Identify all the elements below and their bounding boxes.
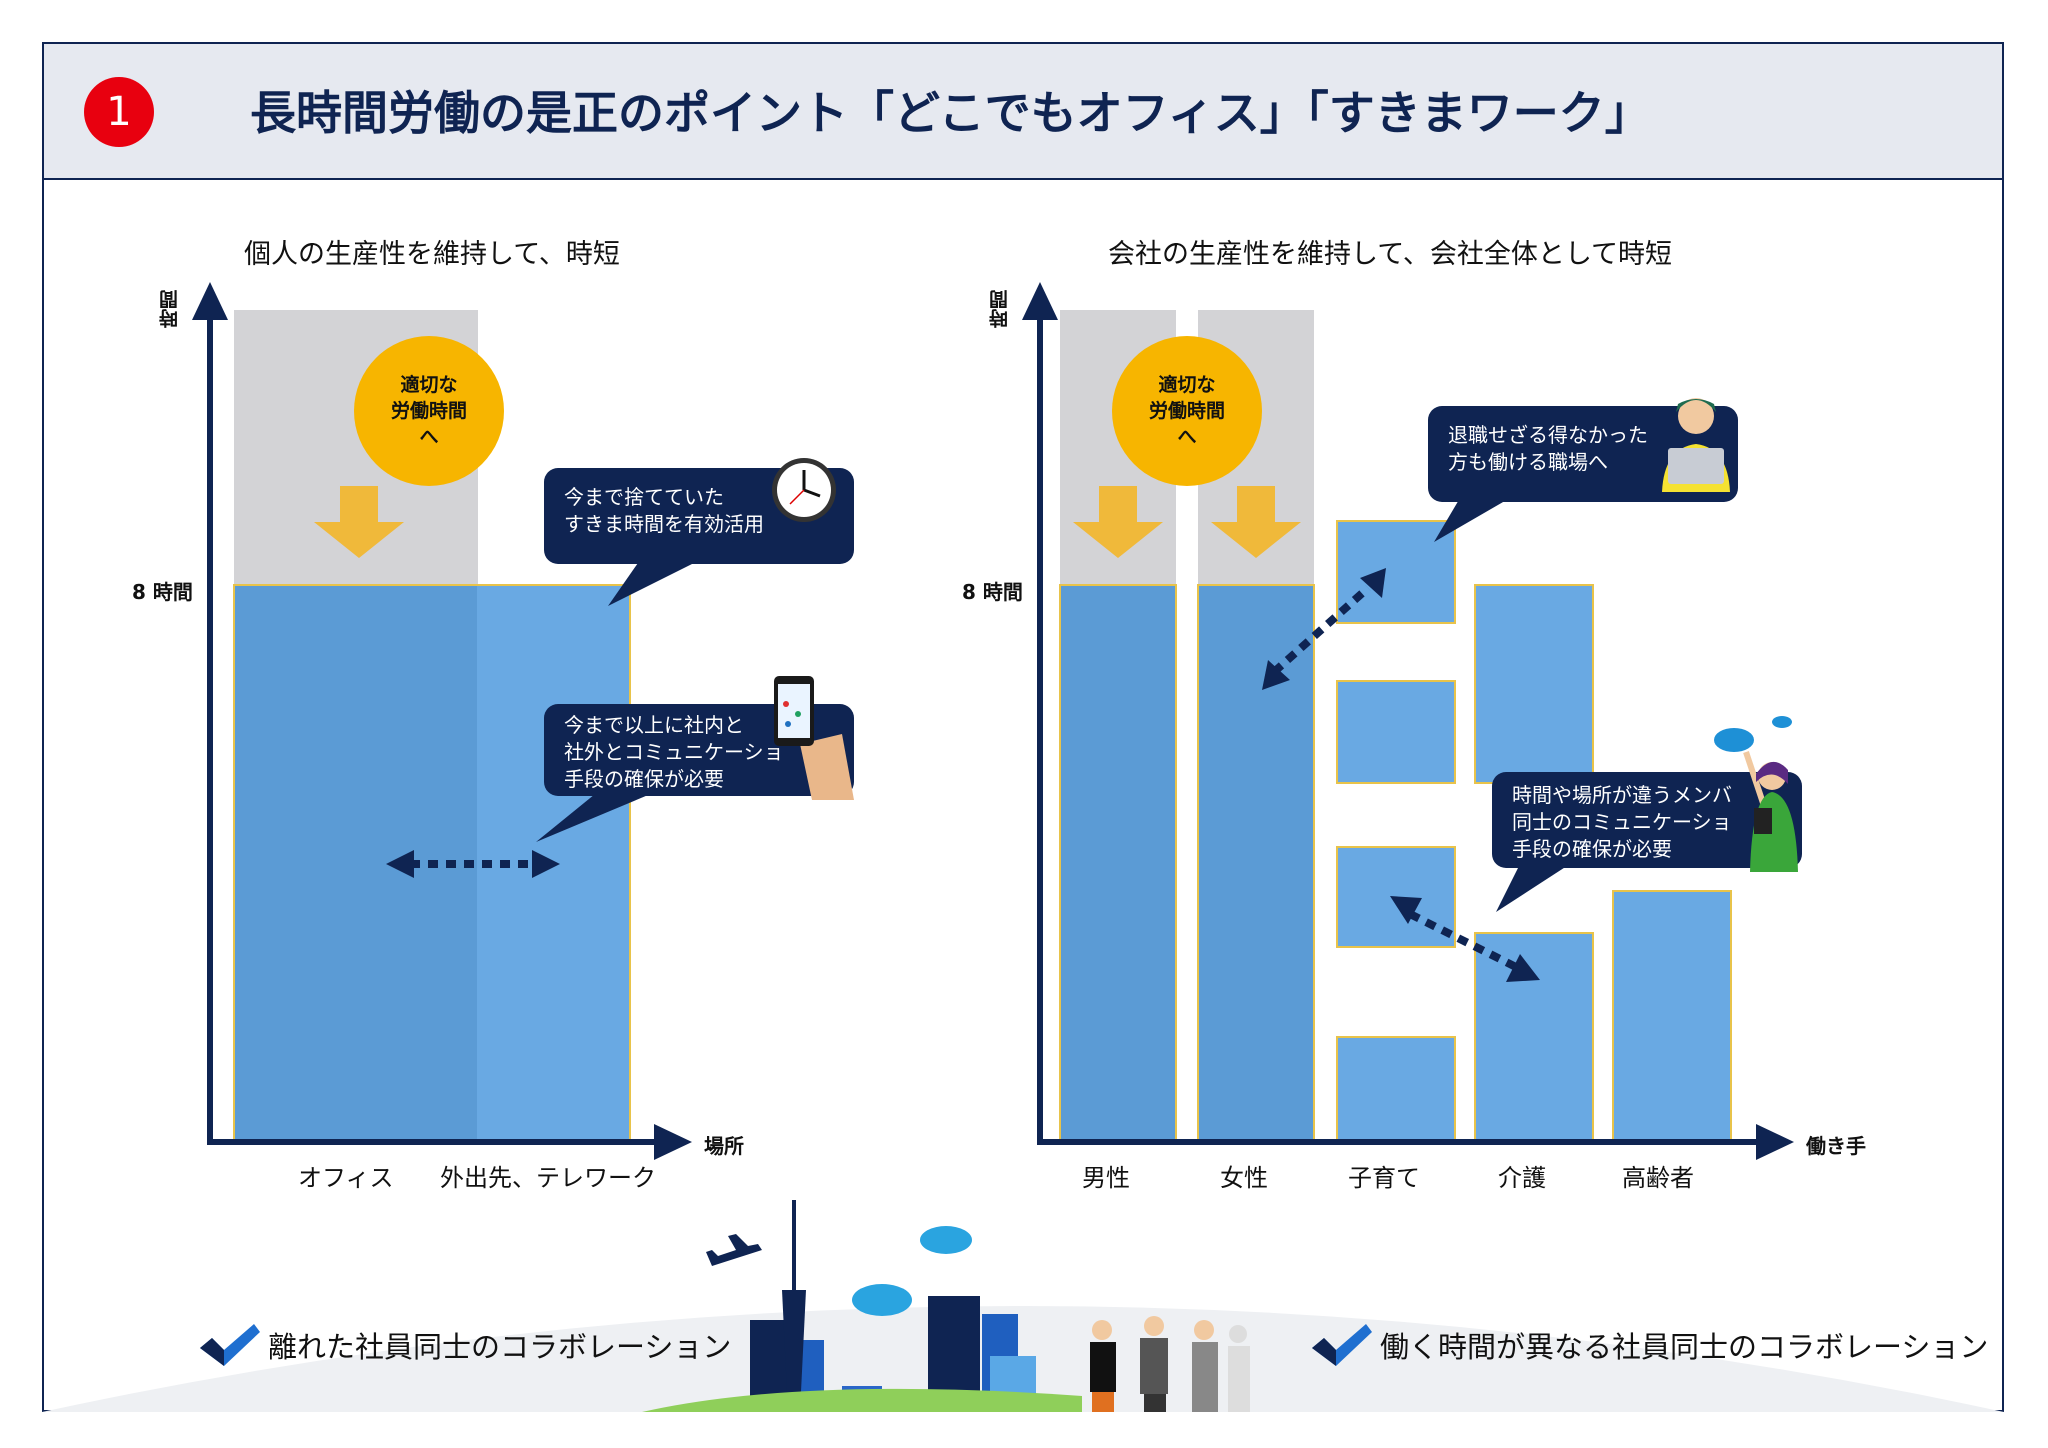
bubble-line-2: 方も働ける職場へ xyxy=(1448,450,1608,474)
right-bar-childcare-segment-1 xyxy=(1336,520,1456,624)
right-bar-nursing-segment-2 xyxy=(1474,932,1594,1142)
right-eight-hours-label: 8 時間 xyxy=(962,580,1023,604)
bubble-line-1: 今まで以上に社内と xyxy=(564,713,744,737)
circle-line-3: へ xyxy=(1177,426,1197,448)
right-y-axis-label: 時間 xyxy=(989,290,1011,328)
check-icon-left xyxy=(200,1324,260,1366)
collab-caption-left: 離れた社員同士のコラボレーション xyxy=(268,1330,732,1364)
right-x-axis-label: 働き手 xyxy=(1806,1134,1866,1158)
person-cloud-icon xyxy=(1714,716,1798,872)
circle-line-2: 労働時間 xyxy=(390,400,467,422)
left-proper-hours-circle: 適切な 労働時間 へ xyxy=(354,336,504,486)
right-bar-nursing-segment-1 xyxy=(1474,584,1594,784)
left-eight-hours-label: 8 時間 xyxy=(132,580,193,604)
bubble-line-1: 退職せざる得なかった xyxy=(1448,423,1648,447)
section-number-badge: 1 xyxy=(84,77,154,147)
left-x-axis-label: 場所 xyxy=(704,1134,744,1158)
bubble-line-2: すきま時間を有効活用 xyxy=(564,512,764,536)
clock-icon xyxy=(772,458,836,522)
right-proper-hours-circle: 適切な 労働時間 へ xyxy=(1112,336,1262,486)
bubble-line-3: 手段の確保が必要 xyxy=(1512,837,1672,861)
right-bar-childcare-segment-4 xyxy=(1336,1036,1456,1142)
circle-line-1: 適切な xyxy=(1158,374,1216,396)
right-category-childcare: 子育て xyxy=(1348,1164,1420,1192)
right-bar-female xyxy=(1197,584,1315,1142)
bubble-line-2: 社外とコミュニケーショ xyxy=(564,740,784,764)
check-icon-right xyxy=(1312,1324,1372,1366)
page-title: 長時間労働の是正のポイント「どこでもオフィス」「すきまワーク」 xyxy=(250,86,1651,140)
right-category-male: 男性 xyxy=(1082,1164,1130,1192)
person-laptop-icon xyxy=(1662,398,1730,492)
left-category-office: オフィス xyxy=(298,1164,394,1192)
right-category-female: 女性 xyxy=(1220,1164,1268,1192)
bubble-line-2: 同士のコミュニケーショ xyxy=(1512,810,1732,834)
right-bubble-communication: 時間や場所が違うメンバ 同士のコミュニケーショ 手段の確保が必要 xyxy=(1492,772,1802,868)
circle-line-3: へ xyxy=(419,426,439,448)
circle-line-2: 労働時間 xyxy=(1148,400,1225,422)
bubble-line-1: 今まで捨てていた xyxy=(564,485,724,509)
left-category-telework: 外出先、テレワーク xyxy=(440,1164,656,1192)
right-category-elderly: 高齢者 xyxy=(1622,1164,1694,1192)
right-bar-elderly xyxy=(1612,890,1732,1142)
right-category-nursing: 介護 xyxy=(1498,1164,1546,1192)
left-subtitle: 個人の生産性を維持して、時短 xyxy=(244,239,620,270)
bubble-line-3: 手段の確保が必要 xyxy=(564,767,724,791)
right-bar-childcare-segment-2 xyxy=(1336,680,1456,784)
bubble-line-1: 時間や場所が違うメンバ xyxy=(1512,783,1732,807)
right-subtitle: 会社の生産性を維持して、会社全体として時短 xyxy=(1108,239,1673,270)
bottom-horizon-illustration xyxy=(42,1200,2004,1412)
smartphone-icon xyxy=(774,676,854,800)
collab-caption-right: 働く時間が異なる社員同士のコラボレーション xyxy=(1380,1330,1989,1364)
circle-line-1: 適切な xyxy=(400,374,458,396)
